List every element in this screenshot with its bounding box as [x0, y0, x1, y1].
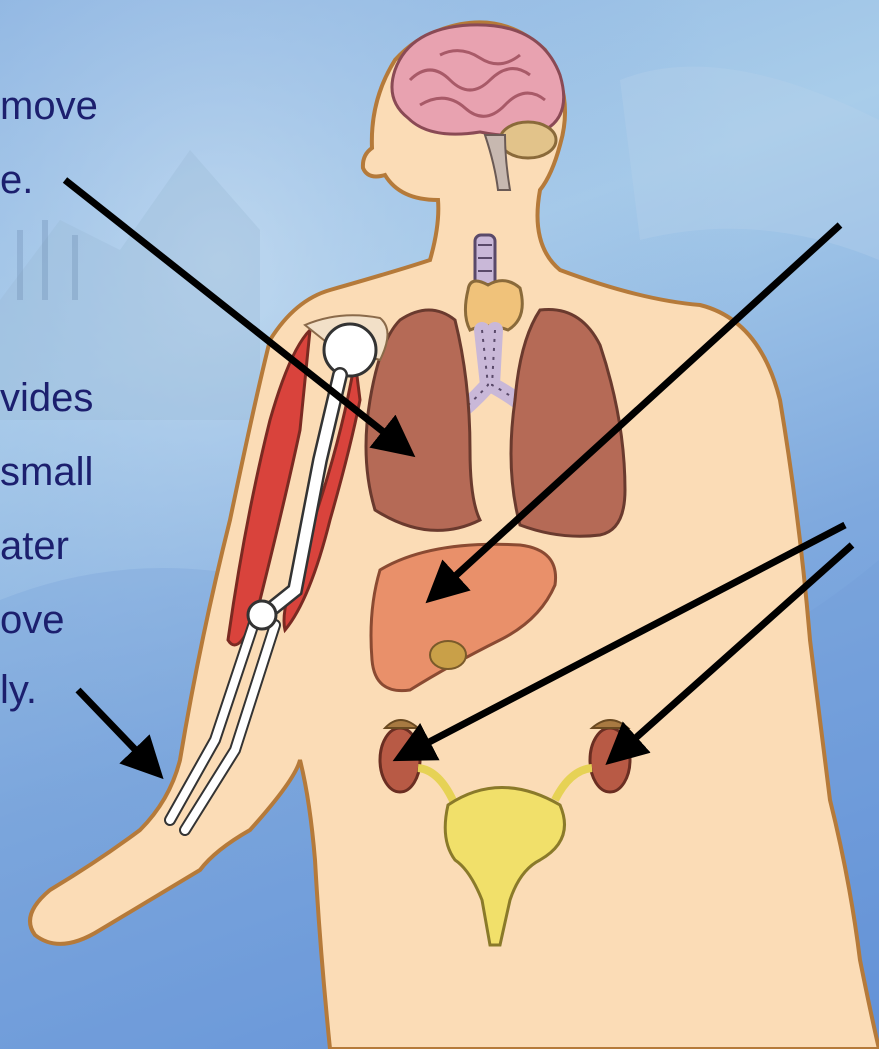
arrow-to-arm — [78, 690, 150, 765]
body-silhouette — [30, 22, 879, 1049]
